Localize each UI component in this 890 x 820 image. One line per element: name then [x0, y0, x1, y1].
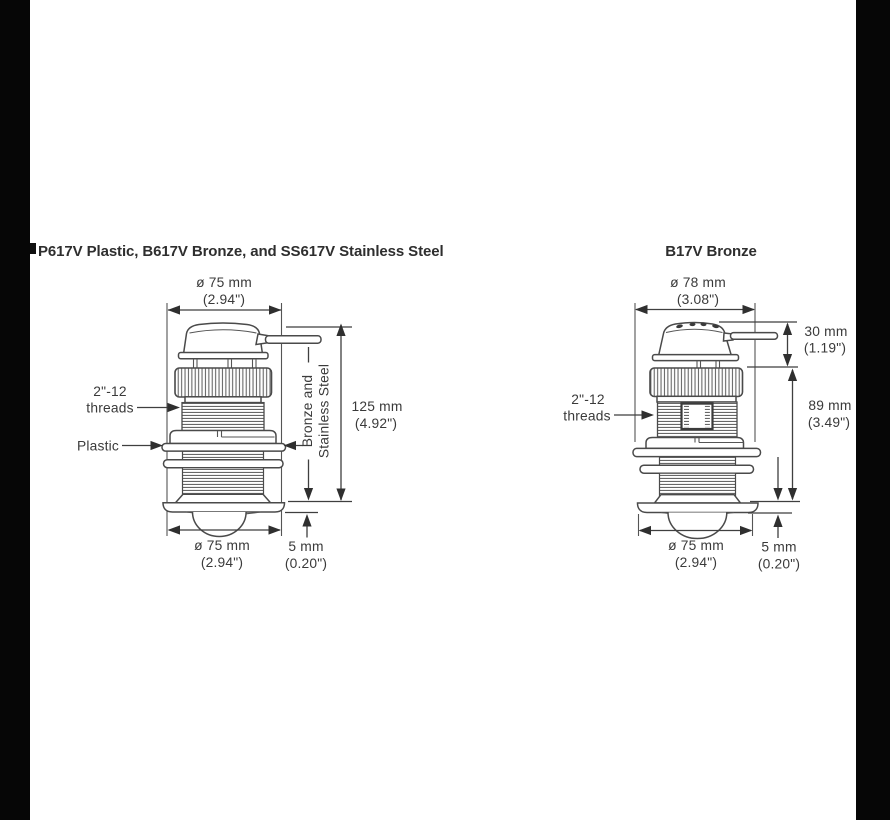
title-clipped-glyph-artifact [30, 243, 36, 254]
left-flange-in: (0.20") [285, 556, 327, 571]
material-label-line2: Stainless Steel [317, 364, 332, 458]
right-bottom-dome [667, 512, 728, 540]
right-cap-lip [651, 353, 740, 362]
right-figure-title: B17V Bronze [665, 243, 757, 260]
right-cap-posts [696, 360, 721, 369]
left-threads-label: 2"-12 threads [86, 384, 180, 416]
right-bottom-diameter-dim: ø 75 mm (2.94") [638, 525, 753, 570]
right-flange-mm: 5 mm [761, 540, 796, 555]
left-bottom-diameter-in: (2.94") [201, 555, 243, 570]
left-cable-stub [255, 333, 322, 346]
left-threads-lower [181, 467, 265, 495]
left-top-diameter-dim: ø 75 mm (2.94") [167, 275, 282, 315]
right-nut-step [656, 395, 737, 403]
right-bottom-flange [636, 502, 759, 514]
right-transducer: ø 78 mm (3.08") 30 mm (1.19") 89 mm (3.4… [563, 275, 851, 572]
left-plastic-label: Plastic [77, 439, 163, 454]
right-bottom-diameter-in: (2.94") [675, 555, 717, 570]
right-body-height-dim: 89 mm (3.49") [750, 368, 851, 503]
right-bottom-diameter-mm: ø 75 mm [668, 538, 724, 553]
right-washer [639, 464, 755, 474]
right-thread-label-2: threads [563, 409, 610, 424]
left-threads-upper [181, 401, 265, 432]
right-cap-height-dim: 30 mm (1.19") [719, 321, 847, 368]
left-height-dim: 125 mm (4.92") [286, 323, 402, 503]
right-thread-label-1: 2"-12 [571, 392, 605, 407]
right-cap-height-mm: 30 mm [804, 324, 847, 339]
left-figure-title: P617V Plastic, B617V Bronze, and SS617V … [38, 243, 444, 260]
right-cap-top-marks [676, 322, 719, 329]
left-bottom-diameter-dim: ø 75 mm (2.94") [167, 525, 281, 570]
right-transducer-body [632, 321, 779, 540]
right-hull-nut-flange [632, 447, 762, 458]
left-thread-label-2: threads [86, 401, 133, 416]
left-thread-label-1: 2"-12 [93, 384, 127, 399]
left-hull-nut-flange [161, 442, 287, 452]
right-extension-lines [634, 303, 756, 536]
left-transducer: ø 75 mm (2.94") 125 mm (4.92") 2"-12 thr… [77, 275, 402, 571]
right-top-diameter-in: (3.08") [677, 292, 719, 307]
left-black-bar [0, 0, 30, 820]
left-top-diameter-in: (2.94") [203, 292, 245, 307]
right-threads-label: 2"-12 threads [563, 392, 654, 424]
left-transducer-body [161, 322, 322, 538]
left-bottom-dome [191, 511, 247, 538]
right-cable-stub [722, 331, 779, 342]
left-height-mm: 125 mm [351, 399, 402, 414]
right-body-height-mm: 89 mm [808, 398, 851, 413]
right-black-bar [856, 0, 890, 820]
right-body-height-in: (3.49") [808, 415, 850, 430]
left-top-diameter-mm: ø 75 mm [196, 275, 252, 290]
left-cap-lip [177, 351, 269, 360]
left-material-label: Bronze and Stainless Steel [283, 347, 332, 501]
left-cap-posts [192, 358, 257, 368]
right-top-diameter-dim: ø 78 mm (3.08") [635, 275, 755, 315]
plastic-label: Plastic [77, 439, 119, 454]
right-top-diameter-mm: ø 78 mm [670, 275, 726, 290]
left-flange-dim: 5 mm (0.20") [285, 511, 327, 571]
right-hull-nut [645, 436, 745, 450]
left-washer [162, 458, 284, 469]
left-bottom-flange [162, 501, 286, 513]
right-cap-height-in: (1.19") [804, 341, 846, 356]
right-flange-dim: 5 mm (0.20") [748, 457, 800, 572]
material-label-line1: Bronze and [300, 375, 315, 448]
left-height-in: (4.92") [355, 416, 397, 431]
left-flange-mm: 5 mm [288, 539, 323, 554]
right-flange-in: (0.20") [758, 557, 800, 572]
right-knurled-nut [649, 367, 744, 398]
left-bottom-diameter-mm: ø 75 mm [194, 538, 250, 553]
left-nut-step [184, 396, 262, 404]
left-knurled-nut [174, 367, 273, 398]
